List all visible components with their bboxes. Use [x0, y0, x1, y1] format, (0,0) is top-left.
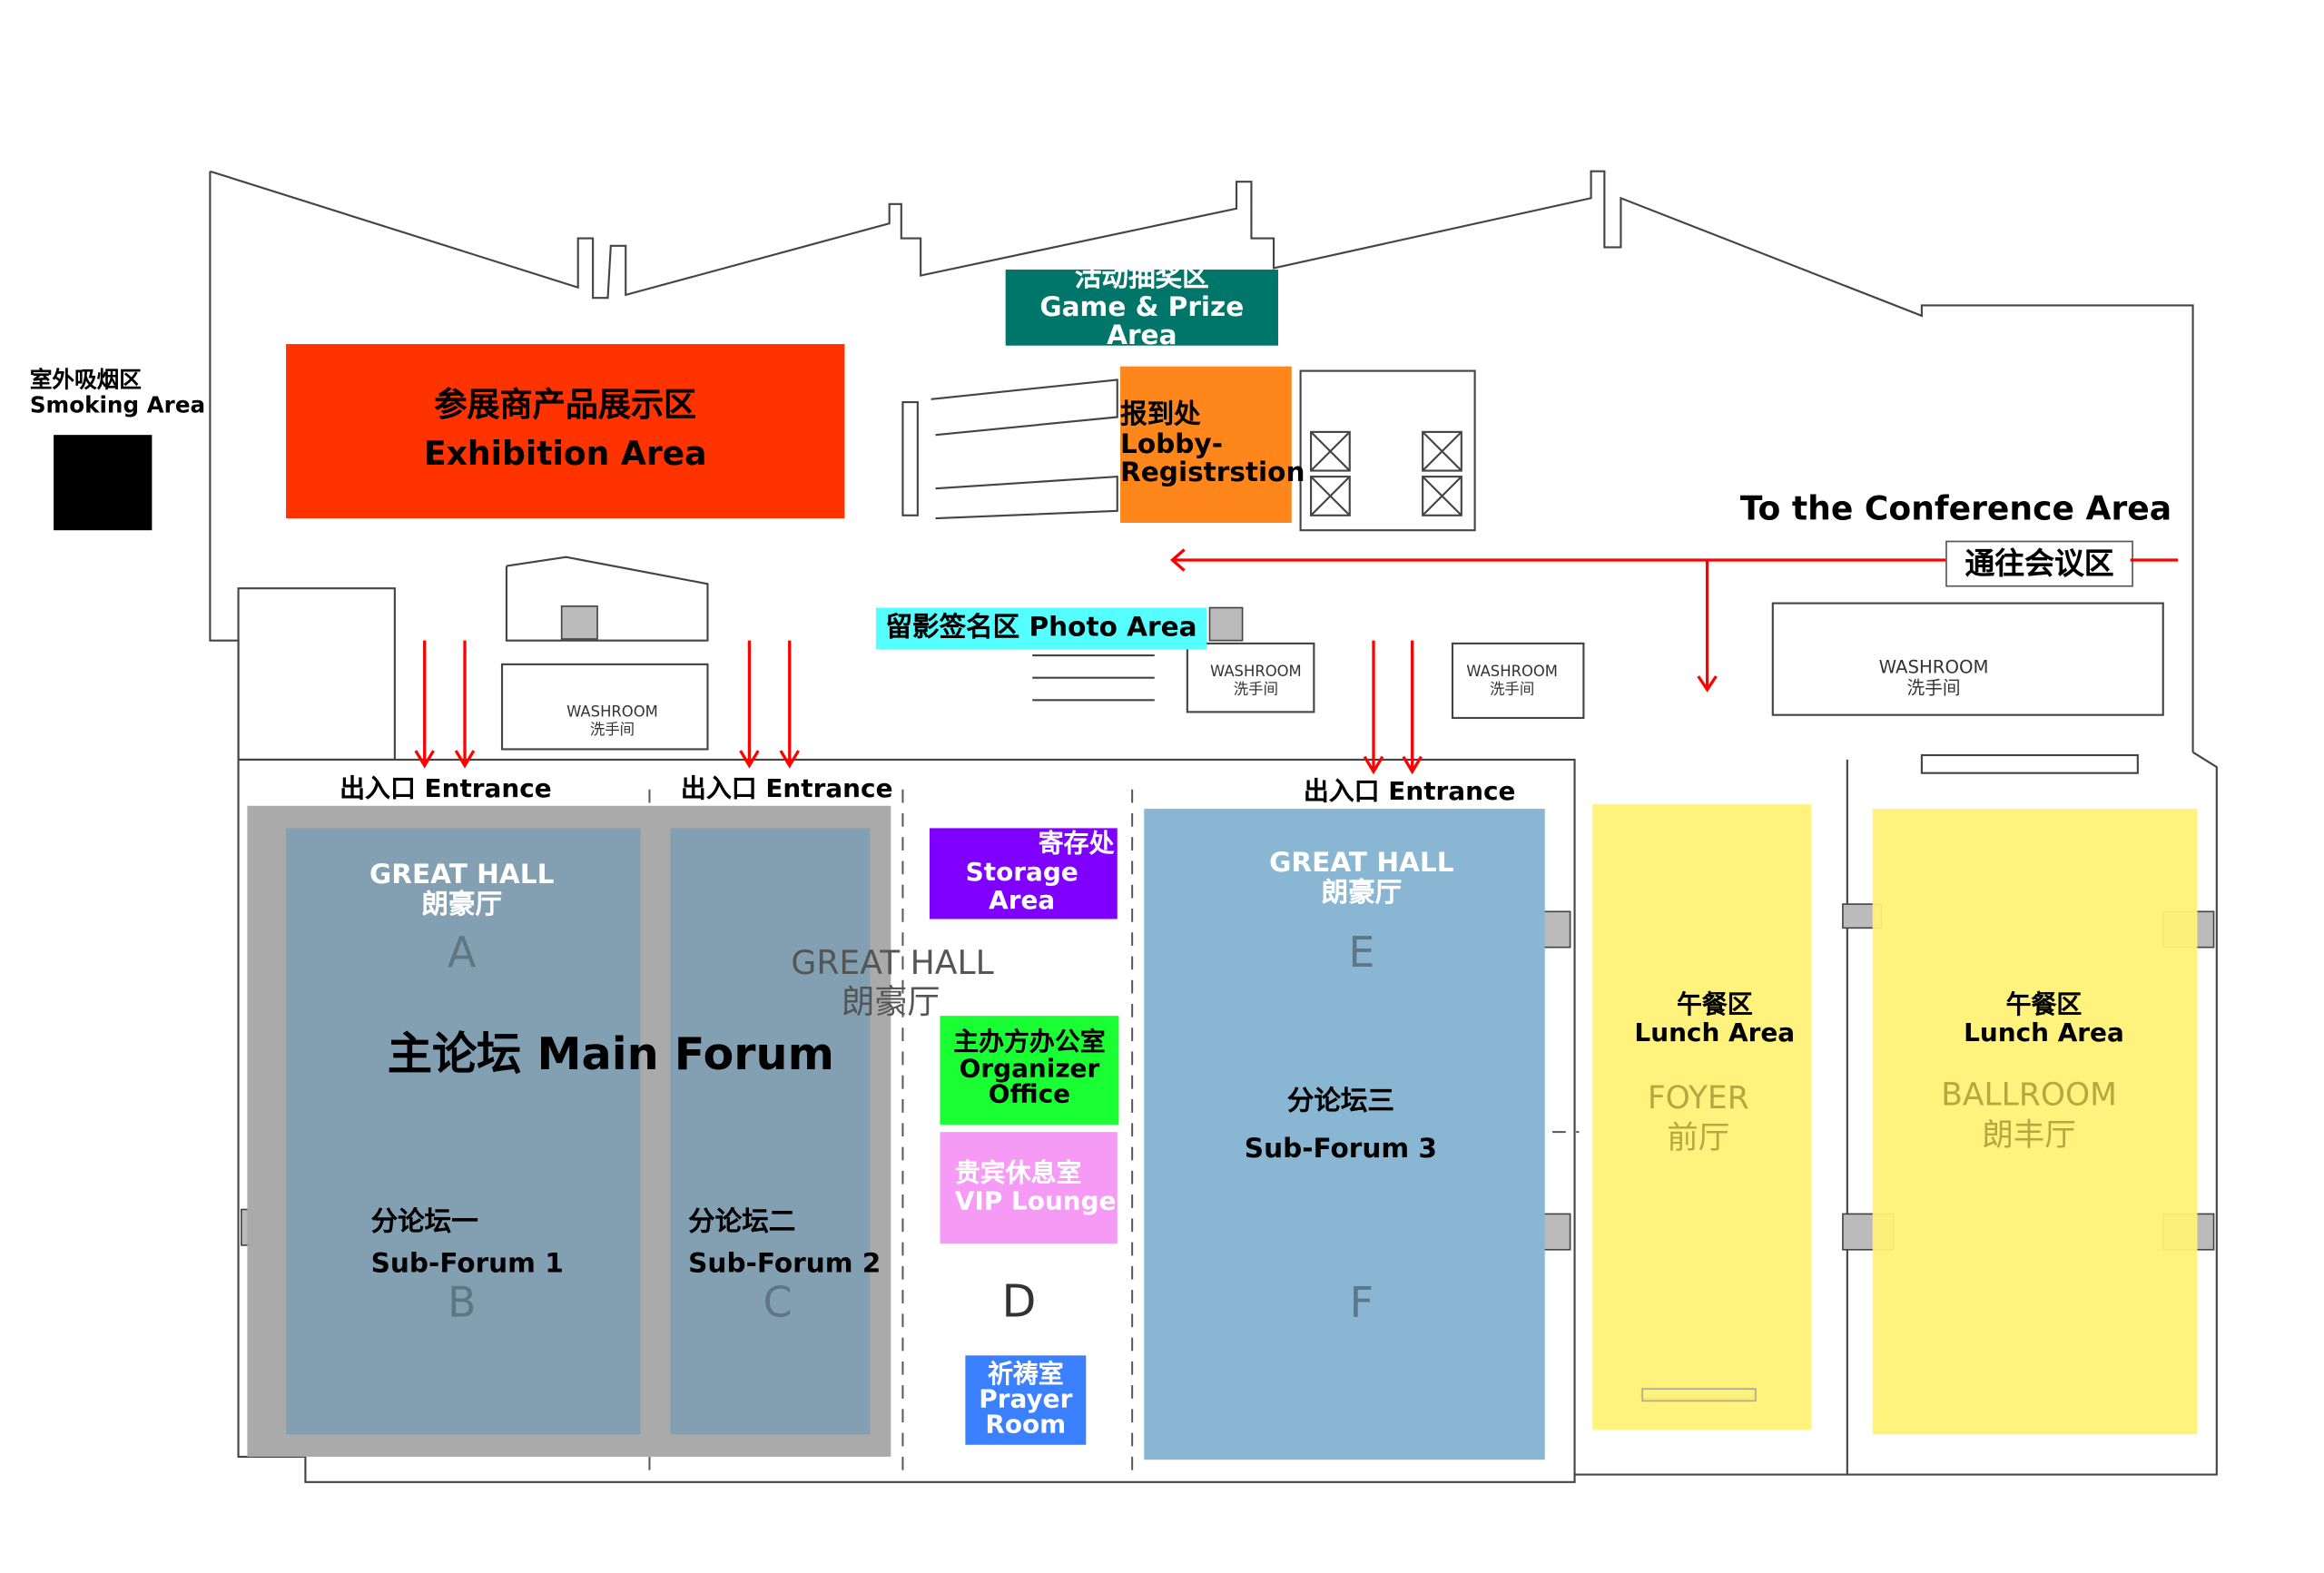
- foyer-label: FOYER 前厅: [1648, 1078, 1749, 1160]
- sub-forum-1-en: Sub-Forum 1: [370, 1248, 564, 1280]
- great-hall-en: GREAT HALL: [791, 946, 994, 984]
- storage-en: Storage Area: [965, 858, 1078, 916]
- entrance-label-1: 出入口 Entrance: [340, 774, 552, 805]
- organizer-zh: 主办方办公室: [953, 1027, 1106, 1057]
- section-e: E: [1348, 928, 1375, 978]
- foyer-zh: 前厅: [1667, 1120, 1730, 1156]
- photo-area[interactable]: 留影签名区 Photo Area: [875, 607, 1207, 650]
- great-hall-zh: 朗豪厅: [842, 985, 940, 1023]
- organizer-en2: Office: [988, 1080, 1071, 1111]
- smoking-area-label: 室外吸烟区 Smoking Area: [29, 366, 206, 419]
- organizer-en1: Organizer: [959, 1054, 1100, 1084]
- storage-zh: 寄存处: [1038, 830, 1115, 860]
- ballroom-lunch-area[interactable]: [1872, 809, 2198, 1435]
- ballroom-label: BALLROOM 朗丰厅: [1941, 1076, 2117, 1157]
- washroom-en: WASHROOM: [566, 704, 658, 722]
- exhibition-en: Exhibition Area: [423, 435, 707, 474]
- game-zh: 活动抽奖区: [1074, 261, 1209, 293]
- great-hall-zh: 朗豪厅: [1321, 877, 1403, 909]
- smoking-area-zone: [54, 435, 153, 531]
- to-conference-label: To the Conference Area: [1739, 491, 2172, 529]
- section-c: C: [763, 1277, 793, 1328]
- washroom-zh: 洗手间: [1490, 682, 1535, 699]
- game-en: Game & Prize Area: [1039, 290, 1245, 352]
- vip-zh: 贵宾休息室: [954, 1158, 1082, 1189]
- game-prize-area[interactable]: 活动抽奖区 Game & Prize Area: [1005, 263, 1278, 351]
- foyer-lunch-area[interactable]: [1592, 804, 1812, 1430]
- sub-forum-2-zh: 分论坛二: [688, 1206, 796, 1238]
- smoking-en: Smoking Area: [29, 391, 206, 419]
- lunch-en: Lunch Area: [1964, 1018, 2124, 1048]
- organizer-office[interactable]: 主办方办公室 Organizer Office: [940, 1016, 1119, 1125]
- section-f: F: [1349, 1277, 1374, 1328]
- left-wall: [209, 171, 2218, 1483]
- washroom-en: WASHROOM: [1878, 656, 1989, 678]
- washroom-en: WASHROOM: [1210, 664, 1302, 681]
- section-b: B: [447, 1277, 477, 1328]
- section-d: D: [1001, 1276, 1037, 1329]
- great-hall-zh: 朗豪厅: [421, 889, 503, 920]
- prayer-en1: Prayer: [979, 1384, 1073, 1415]
- lobby-registration[interactable]: 报到处 Lobby- Registrstion: [1120, 366, 1305, 523]
- smoking-zh: 室外吸烟区: [29, 366, 142, 394]
- entrance-label-2: 出入口 Entrance: [680, 774, 893, 805]
- lunch-en: Lunch Area: [1634, 1018, 1796, 1048]
- vip-en: VIP Lounge: [954, 1186, 1117, 1216]
- hall-ab[interactable]: [286, 828, 641, 1435]
- ballroom-zh: 朗丰厅: [1982, 1117, 2076, 1154]
- prayer-zh: 祈祷室: [987, 1359, 1064, 1390]
- washroom-en: WASHROOM: [1466, 664, 1558, 681]
- lobby-zh: 报到处: [1120, 398, 1201, 430]
- sub-forum-1-zh: 分论坛一: [370, 1206, 478, 1238]
- lunch-zh: 午餐区: [2005, 990, 2083, 1021]
- foyer-en: FOYER: [1647, 1079, 1749, 1116]
- sub-forum-3-en: Sub-Forum 3: [1244, 1133, 1438, 1165]
- storage-area[interactable]: 寄存处 Storage Area: [929, 828, 1118, 919]
- sub-forum-2-en: Sub-Forum 2: [688, 1248, 881, 1280]
- great-hall-en: GREAT HALL: [1269, 847, 1454, 880]
- lunch-zh: 午餐区: [1676, 990, 1753, 1021]
- lobby-en1: Lobby-: [1120, 428, 1223, 460]
- prayer-en2: Room: [985, 1410, 1067, 1440]
- lobby-en2: Registrstion: [1120, 457, 1305, 489]
- main-forum-label: 主论坛 Main Forum: [387, 1028, 834, 1082]
- section-a: A: [447, 928, 477, 978]
- washroom-zh: 洗手间: [1233, 682, 1278, 699]
- sub-forum-3-zh: 分论坛三: [1286, 1086, 1394, 1117]
- washroom-zh: 洗手间: [1906, 678, 1961, 700]
- conference-zh-sign: 通往会议区: [1945, 540, 2133, 587]
- hall-c[interactable]: [670, 828, 871, 1435]
- great-hall-ghost-label: GREAT HALL 朗豪厅: [791, 946, 993, 1025]
- exhibition-zh: 参展商产品展示区: [434, 388, 697, 426]
- prayer-room[interactable]: 祈祷室 Prayer Room: [965, 1355, 1087, 1445]
- great-hall-en: GREAT HALL: [369, 859, 555, 891]
- washroom-zh: 洗手间: [589, 722, 635, 739]
- hall-ef[interactable]: [1144, 809, 1545, 1460]
- vip-lounge[interactable]: 贵宾休息室 VIP Lounge: [940, 1132, 1118, 1244]
- exhibition-area[interactable]: 参展商产品展示区 Exhibition Area: [286, 344, 845, 519]
- entrance-label-3: 出入口 Entrance: [1303, 777, 1516, 808]
- outer-wall: [210, 170, 2194, 752]
- foyer-counter: [1641, 1388, 1757, 1402]
- ballroom-en: BALLROOM: [1941, 1077, 2117, 1113]
